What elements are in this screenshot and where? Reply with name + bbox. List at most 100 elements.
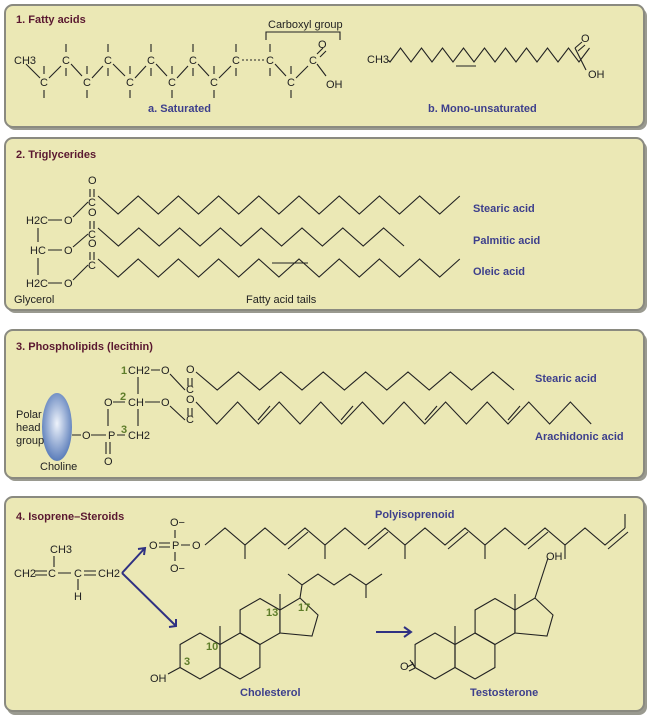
testosterone-oh: OH: [546, 551, 563, 563]
bond: [287, 531, 309, 550]
conversion-arrow: [376, 626, 413, 638]
cholesterol-label: Cholesterol: [240, 687, 301, 699]
isoprene-c1: C: [48, 568, 56, 580]
carbon-number-3: 3: [121, 424, 127, 436]
stearic-chain: [97, 195, 461, 215]
arachidonic-label: Arachidonic acid: [535, 431, 624, 443]
oleic-chain: [97, 258, 461, 278]
polar-line-3: group: [16, 435, 44, 447]
polyisoprenoid-label: Polyisoprenoid: [375, 509, 454, 521]
bond: [72, 201, 89, 218]
carboxyl-label: Carboxyl group: [268, 19, 343, 31]
panel3-title: 3. Phospholipids (lecithin): [16, 341, 153, 353]
bond: [574, 41, 583, 49]
carbonyl-o: O: [186, 394, 195, 406]
stearic-label: Stearic acid: [473, 203, 535, 215]
bond: [577, 44, 586, 52]
carbonyl-o: O: [88, 238, 97, 250]
panel-isoprene-steroids: [4, 496, 645, 712]
carbonyl-o: O: [318, 39, 327, 51]
carbonyl-c: C: [186, 414, 194, 426]
bond: [316, 63, 327, 77]
bond: [408, 667, 416, 672]
carbon-atom: C: [40, 77, 48, 89]
bond: [48, 65, 62, 79]
mono-oh: OH: [588, 69, 605, 81]
panel2-title: 2. Triglycerides: [16, 149, 96, 161]
isoprene-ch3: CH3: [50, 544, 72, 556]
carbon-number-2: 2: [120, 391, 126, 403]
isoprene-h: H: [74, 591, 82, 603]
hydroxyl-oh: OH: [326, 79, 343, 91]
polar-line-2: head: [16, 422, 40, 434]
oleic-label: Oleic acid: [473, 266, 525, 278]
bond: [295, 65, 309, 79]
cholesterol-structure: [167, 573, 383, 680]
panel-fatty-acids: [4, 4, 645, 128]
phosphate-o-minus-bottom: O−: [170, 563, 185, 575]
bond: [574, 47, 587, 71]
phosphate-o-double: O: [149, 540, 158, 552]
ch2-1: CH2: [128, 365, 150, 377]
bond: [447, 531, 469, 550]
bond: [72, 264, 89, 281]
bond: [134, 65, 147, 79]
carbon-number-10: 10: [206, 641, 218, 653]
ester-o: O: [64, 215, 73, 227]
testosterone-ketone-o: O: [400, 661, 409, 673]
carbon-atom: C: [210, 77, 218, 89]
bond: [197, 63, 210, 77]
bond: [340, 405, 354, 421]
phosphate-o-bottom: O: [104, 456, 113, 468]
bond: [367, 531, 389, 550]
bond: [607, 531, 629, 550]
bond: [155, 63, 168, 77]
carbon-number-17: 17: [298, 602, 310, 614]
carbonyl-c: C: [88, 229, 96, 241]
testosterone-structure: [406, 557, 554, 680]
panel1-title: 1. Fatty acids: [16, 14, 86, 26]
phosphate-o-minus-top: O−: [170, 517, 185, 529]
stearic-chain-3: [195, 371, 515, 391]
arachidonic-chain: [195, 401, 592, 425]
carbon-atom: C: [266, 55, 274, 67]
glycerol-label: Glycerol: [14, 294, 54, 306]
stearic-label-3: Stearic acid: [535, 373, 597, 385]
bond: [112, 63, 126, 77]
carbonyl-o: O: [88, 207, 97, 219]
ester-o-2: O: [161, 397, 170, 409]
carbon-atom: C: [126, 77, 134, 89]
phosphate-p: P: [172, 540, 179, 552]
bond: [424, 405, 438, 421]
ch-2: CH: [128, 397, 144, 409]
cholesterol-oh: OH: [150, 673, 167, 685]
glycerol-hc: HC: [30, 245, 46, 257]
side-chain: [287, 573, 383, 599]
carbonyl-o: O: [186, 364, 195, 376]
phosphate-o-top: O: [104, 397, 113, 409]
bond: [25, 63, 41, 79]
ester-o-1: O: [161, 365, 170, 377]
carbonyl-c: C: [88, 197, 96, 209]
ester-o: O: [64, 278, 73, 290]
bond: [176, 65, 189, 79]
bond: [218, 65, 232, 79]
carbon-number-1: 1: [121, 365, 127, 377]
carbon-atom: C: [83, 77, 91, 89]
phosphate-o-ester: O: [192, 540, 201, 552]
bond: [507, 405, 521, 421]
carbon-atom: C: [62, 55, 70, 67]
ch2-3: CH2: [128, 430, 150, 442]
mono-unsaturated-label: b. Mono-unsaturated: [428, 103, 537, 115]
bond: [70, 63, 83, 77]
carbonyl-c: C: [88, 260, 96, 272]
carbon-atom: C: [232, 55, 240, 67]
bond: [534, 557, 549, 599]
bond: [319, 50, 327, 58]
ch3-label: CH3: [14, 55, 36, 67]
mono-unsaturated-chain: [387, 47, 590, 63]
mono-ch3: CH3: [367, 54, 389, 66]
carbon-atom: C: [287, 77, 295, 89]
isoprene-ch2-left: CH2: [14, 568, 36, 580]
